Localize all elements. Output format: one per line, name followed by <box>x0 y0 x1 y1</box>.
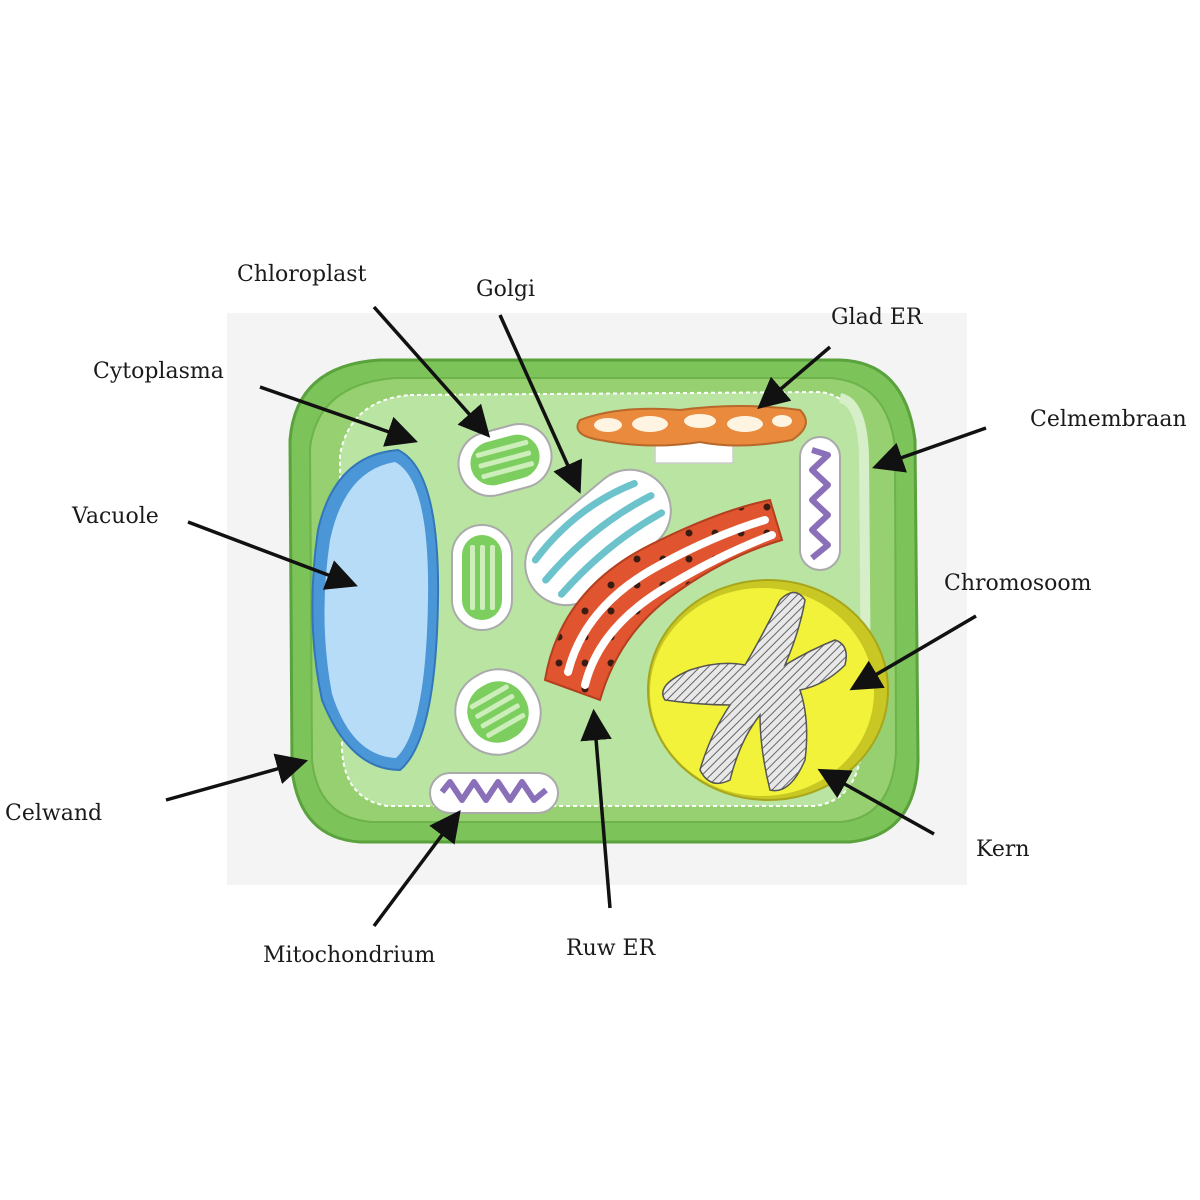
labels: Chloroplast Golgi Glad ER Cytoplasma Cel… <box>5 262 1187 968</box>
label-vacuole: Vacuole <box>71 504 159 529</box>
label-chromosoom: Chromosoom <box>944 571 1092 596</box>
mitochondrium-bottom <box>429 772 559 814</box>
arrow-ruw-er <box>580 708 612 909</box>
chloroplast-bottom <box>454 668 542 756</box>
smooth-er <box>576 405 807 464</box>
chromosome <box>662 591 847 792</box>
label-kern: Kern <box>976 837 1030 862</box>
label-celmembraan: Celmembraan <box>1030 407 1187 432</box>
nucleus <box>647 579 889 801</box>
arrow-glad-er <box>757 345 832 410</box>
label-mitochondrium: Mitochondrium <box>263 943 435 968</box>
mitochondrium-right <box>799 436 841 571</box>
arrow-mitochondrium <box>372 809 461 928</box>
vacuole <box>311 448 440 772</box>
arrow-vacuole <box>187 520 358 590</box>
arrow-chloroplast <box>372 305 491 438</box>
arrow-celwand <box>165 753 309 802</box>
label-ruw-er: Ruw ER <box>566 936 657 961</box>
label-celwand: Celwand <box>5 801 102 826</box>
chloroplast-middle <box>451 524 513 631</box>
cell-membrane <box>838 393 871 701</box>
arrow-cytoplasma <box>259 385 418 447</box>
pointer-arrows <box>165 305 987 928</box>
chloroplast-top <box>457 423 553 497</box>
arrow-kern <box>817 768 935 836</box>
golgi <box>524 468 672 607</box>
label-glad-er: Glad ER <box>831 305 924 330</box>
rough-er <box>543 498 784 702</box>
cell-model <box>288 358 920 844</box>
label-golgi: Golgi <box>476 277 535 302</box>
arrow-chromosoom <box>849 614 977 691</box>
arrow-golgi <box>498 314 583 494</box>
arrow-celmembraan <box>872 426 987 473</box>
label-chloroplast: Chloroplast <box>237 262 367 287</box>
label-cytoplasma: Cytoplasma <box>93 359 224 384</box>
